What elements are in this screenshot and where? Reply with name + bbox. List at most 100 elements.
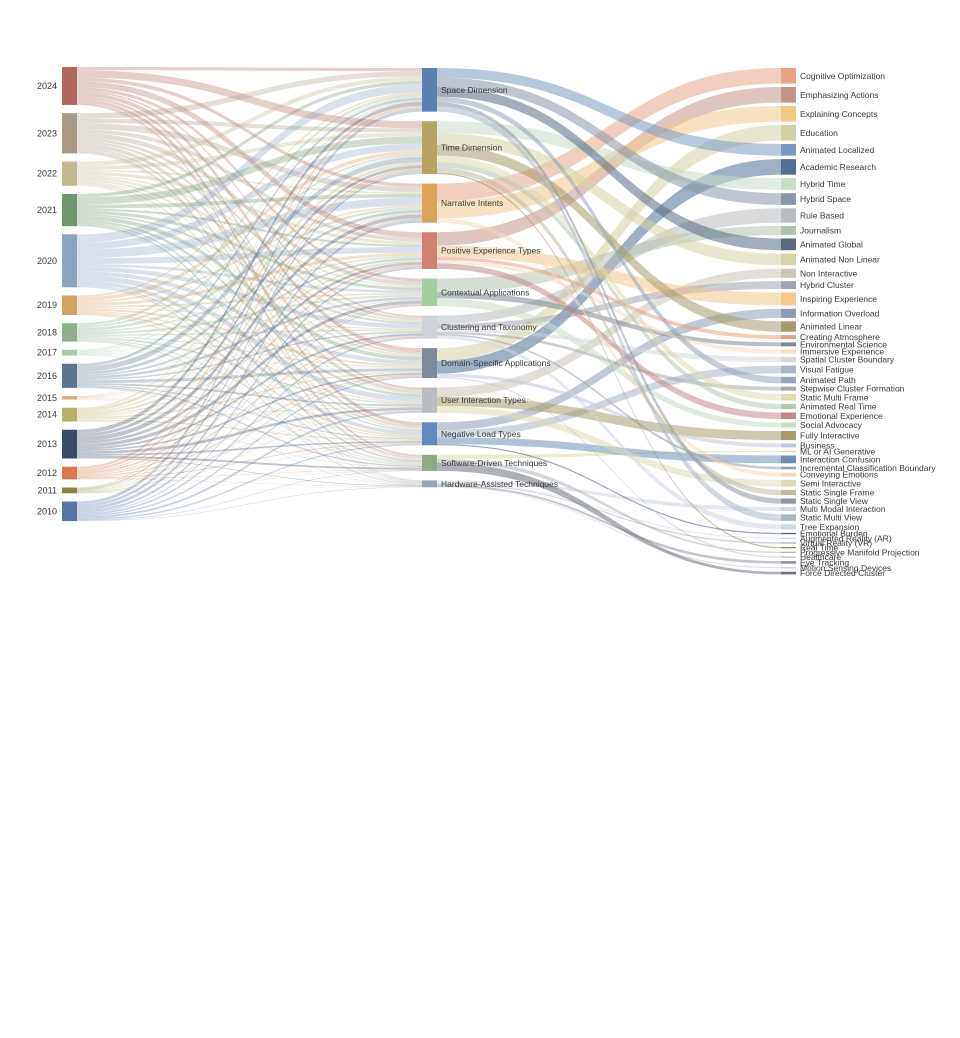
label-tree-expansion: Tree Expansion (800, 522, 859, 532)
node-domain-specific-applications (422, 348, 437, 378)
link-2023-space-dimension (77, 71, 422, 119)
link-2016-space-dimension (77, 97, 422, 367)
link-2010-domain-specific-applications (77, 376, 422, 517)
label-2017: 2017 (37, 348, 57, 358)
link-2016-narrative-intents (77, 210, 422, 375)
label-academic-research: Academic Research (800, 162, 876, 172)
link-user-interaction-types-semi-interactive (437, 406, 781, 487)
node-force-directed-cluster (781, 571, 796, 575)
link-2017-clustering-and-taxonomy (77, 330, 422, 354)
sankey-labels: 2024202320222021202020192018201720162015… (37, 71, 936, 578)
link-2014-space-dimension (77, 100, 422, 409)
link-software-driven-techniques-progressive-manifold-projection (437, 458, 781, 553)
link-2022-user-interaction-types (77, 180, 422, 395)
link-2016-user-interaction-types (77, 383, 422, 407)
label-animated-linear: Animated Linear (800, 322, 862, 332)
link-2012-positive-experience-types (77, 264, 422, 474)
node-2024 (62, 67, 77, 105)
link-2015-user-interaction-types (77, 398, 422, 407)
label-social-advocacy: Social Advocacy (800, 420, 863, 430)
link-2019-hardware-assisted-techniques (77, 314, 422, 485)
node-user-interaction-types (422, 387, 437, 413)
link-space-dimension-animated-localized (437, 68, 781, 156)
link-2017-software-driven-techniques (77, 355, 422, 466)
node-animated-global (781, 238, 796, 251)
label-spatial-cluster-boundary: Spatial Cluster Boundary (800, 355, 895, 365)
link-2017-domain-specific-applications (77, 353, 422, 369)
link-2014-clustering-and-taxonomy (77, 332, 422, 417)
label-narrative-intents: Narrative Intents (441, 198, 503, 208)
link-2017-narrative-intents (77, 209, 422, 353)
node-business (781, 443, 796, 448)
node-negative-load-types (422, 422, 437, 446)
link-2013-software-driven-techniques (77, 455, 422, 470)
node-hybrid-time (781, 178, 796, 190)
label-explaining-concepts: Explaining Concepts (800, 109, 878, 119)
link-2020-user-interaction-types (77, 275, 422, 402)
link-2021-hardware-assisted-techniques (77, 225, 422, 483)
node-positive-experience-types (422, 232, 437, 269)
node-inspiring-experience (781, 292, 796, 306)
link-2011-domain-specific-applications (77, 375, 422, 493)
link-hardware-assisted-techniques-augmented-reality-ar (437, 482, 781, 539)
node-2021 (62, 193, 77, 227)
link-2014-software-driven-techniques (77, 420, 422, 468)
label-rule-based: Rule Based (800, 210, 844, 220)
link-time-dimension-static-single-frame (437, 167, 781, 496)
link-2018-positive-experience-types (77, 255, 422, 333)
link-2019-user-interaction-types (77, 310, 422, 403)
link-2011-narrative-intents (77, 219, 422, 491)
node-hardware-assisted-techniques (422, 480, 437, 488)
node-2019 (62, 295, 77, 315)
link-2019-time-dimension (77, 150, 422, 301)
link-contextual-applications-social-advocacy (437, 298, 781, 428)
label-emphasizing-actions: Emphasizing Actions (800, 90, 878, 100)
link-2021-positive-experience-types (77, 208, 422, 247)
link-positive-experience-types-emotional-experience (437, 263, 781, 419)
link-2011-time-dimension (77, 170, 422, 490)
link-2013-user-interaction-types (77, 407, 422, 455)
link-2015-space-dimension (77, 100, 422, 397)
node-interaction-confusion (781, 455, 796, 464)
link-clustering-and-taxonomy-rule-based (437, 208, 781, 325)
link-2023-negative-load-types (77, 147, 422, 429)
link-2021-contextual-applications (77, 210, 422, 291)
label-static-multi-view: Static Multi View (800, 513, 863, 523)
link-2014-contextual-applications (77, 299, 422, 417)
label-contextual-applications: Contextual Applications (441, 287, 529, 297)
node-spatial-cluster-boundary (781, 357, 796, 363)
node-2014 (62, 407, 77, 422)
link-2016-clustering-and-taxonomy (77, 331, 422, 381)
link-2019-positive-experience-types (77, 252, 422, 306)
link-clustering-and-taxonomy-incremental-classification-boundary (437, 334, 781, 470)
link-2010-hardware-assisted-techniques (77, 486, 422, 522)
link-2010-time-dimension (77, 171, 422, 508)
link-2015-domain-specific-applications (77, 371, 422, 399)
link-2018-contextual-applications (77, 294, 422, 335)
link-domain-specific-applications-healthcare (437, 376, 781, 558)
link-negative-load-types-information-overload (437, 308, 781, 431)
link-2020-positive-experience-types (77, 246, 422, 265)
link-2024-narrative-intents (77, 77, 422, 187)
node-immersive-experience (781, 349, 796, 354)
label-inspiring-experience: Inspiring Experience (800, 294, 877, 304)
label-2014: 2014 (37, 410, 57, 420)
link-2014-user-interaction-types (77, 406, 422, 420)
label-creating-atmosphere: Creating Atmosphere (800, 332, 880, 342)
link-2014-time-dimension (77, 162, 422, 412)
link-2012-space-dimension (77, 105, 422, 469)
link-2024-user-interaction-types (77, 96, 422, 390)
link-2023-user-interaction-types (77, 143, 422, 394)
link-2019-narrative-intents (77, 205, 422, 303)
link-narrative-intents-conveying-emotions (437, 218, 781, 477)
link-2016-time-dimension (77, 156, 422, 372)
link-2020-negative-load-types (77, 280, 422, 436)
link-software-driven-techniques-force-directed-cluster (437, 462, 781, 575)
link-space-dimension-hybrid-space (437, 77, 781, 205)
link-2010-software-driven-techniques (77, 470, 422, 521)
label-hybrid-space: Hybrid Space (800, 194, 851, 204)
link-2018-software-driven-techniques (77, 339, 422, 466)
link-contextual-applications-journalism (437, 226, 781, 293)
sankey-links (77, 67, 781, 575)
